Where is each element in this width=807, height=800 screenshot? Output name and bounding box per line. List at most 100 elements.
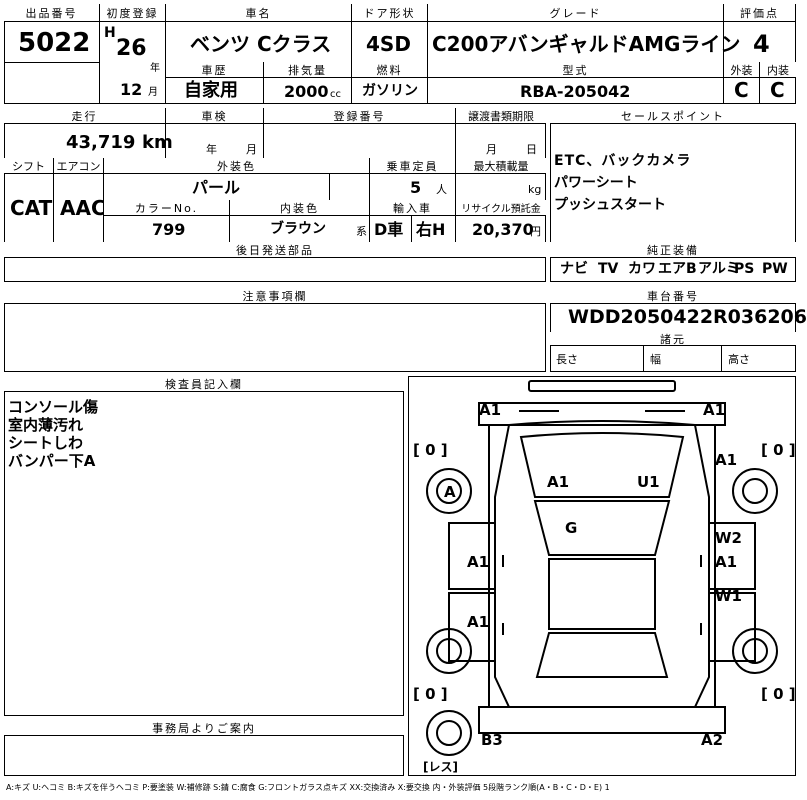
insp-month-unit: 月 bbox=[246, 143, 257, 156]
reg-year: 26 bbox=[116, 36, 147, 61]
rear-bumper bbox=[478, 706, 726, 734]
caution-label: 注意事項欄 bbox=[4, 288, 546, 304]
mark-tire-fr: [ 0 ] bbox=[761, 441, 796, 459]
steering: 右H bbox=[416, 220, 446, 239]
mark-rear-left: B3 bbox=[481, 731, 503, 749]
mark-door-lr: A1 bbox=[467, 613, 489, 631]
month-unit: 月 bbox=[148, 87, 158, 98]
legend: A:キズ U:ヘコミ B:キズを伴うヘコミ P:要塗装 W:補修跡 S:錆 C:… bbox=[6, 783, 610, 792]
max-load-label: 最大積載量 bbox=[456, 158, 546, 174]
lot-number-label: 出品番号 bbox=[4, 4, 100, 22]
reg-month: 12 bbox=[120, 80, 143, 99]
fuel: ガソリン bbox=[362, 83, 418, 99]
lot-number: 5022 bbox=[18, 28, 91, 58]
width-label: 幅 bbox=[650, 353, 661, 366]
model: RBA-205042 bbox=[520, 82, 631, 101]
mark-front-left: A1 bbox=[479, 401, 501, 419]
length-label: 長さ bbox=[556, 353, 578, 366]
mark-front-right: A1 bbox=[703, 401, 725, 419]
mileage: 43,719 bbox=[66, 132, 136, 153]
genuine-item: TV bbox=[598, 261, 619, 277]
genuine-item: PW bbox=[762, 261, 788, 277]
recycle: 20,370 bbox=[472, 220, 534, 239]
era: H bbox=[104, 25, 116, 41]
mark-windshield: G bbox=[565, 519, 577, 537]
wheel-rear-right-hub bbox=[742, 638, 768, 664]
history-label: 車歴 bbox=[166, 62, 264, 78]
sales-point-item: プッシュスタート bbox=[554, 197, 666, 213]
genuine-item: エアB bbox=[658, 261, 697, 277]
inspector-label: 検査員記入欄 bbox=[4, 376, 404, 392]
import-value: D車 bbox=[374, 220, 404, 239]
score-label: 評価点 bbox=[724, 4, 796, 22]
door-right-front bbox=[708, 522, 756, 590]
int-color-suffix: 系 bbox=[356, 225, 367, 238]
roof bbox=[548, 558, 656, 630]
mileage-unit: km bbox=[142, 132, 173, 153]
capacity-label: 乗車定員 bbox=[370, 158, 456, 174]
wheel-rear-left-hub bbox=[436, 638, 462, 664]
body-sides bbox=[488, 425, 716, 707]
specs-label: 諸元 bbox=[550, 332, 796, 346]
mark-hood-left: A1 bbox=[547, 473, 569, 491]
chassis-number: WDD2050422R036206 bbox=[568, 306, 807, 328]
interior-label: 内装 bbox=[760, 62, 796, 78]
year-unit: 年 bbox=[150, 63, 160, 74]
mark-tire-fl: [ 0 ] bbox=[413, 441, 448, 459]
capacity: 5 bbox=[410, 178, 422, 197]
first-reg-label: 初度登録 bbox=[100, 4, 166, 22]
hood bbox=[519, 432, 685, 498]
mark-door-rf-top: W2 bbox=[715, 529, 742, 547]
door-handles bbox=[502, 555, 702, 635]
mark-wheel-left-front: A bbox=[444, 483, 456, 501]
wheel-front-left bbox=[426, 468, 472, 514]
door-label: ドア形状 bbox=[352, 4, 428, 22]
exterior-label: 外装 bbox=[724, 62, 760, 78]
mileage-label: 走行 bbox=[4, 108, 166, 124]
door-left-front bbox=[448, 522, 496, 590]
exterior-grade: C bbox=[734, 78, 749, 102]
shift-label: シフト bbox=[4, 158, 54, 174]
mark-tire-rl: [ 0 ] bbox=[413, 685, 448, 703]
wheel-front-right bbox=[732, 468, 778, 514]
genuine-equipment-label: 純正装備 bbox=[550, 242, 796, 258]
mark-door-rr: W1 bbox=[715, 587, 742, 605]
car-name: ベンツ Cクラス bbox=[190, 32, 332, 56]
interior-grade: C bbox=[770, 78, 785, 102]
genuine-item: アルミ bbox=[698, 261, 740, 277]
color-no: 799 bbox=[152, 220, 186, 239]
front-bumper bbox=[478, 402, 726, 426]
displacement-unit: cc bbox=[330, 89, 341, 100]
inspection-label: 車検 bbox=[166, 108, 264, 124]
recycle-unit: 円 bbox=[530, 225, 541, 238]
sales-point-item: パワーシート bbox=[554, 175, 638, 191]
genuine-item: ナビ bbox=[560, 261, 588, 277]
score: 4 bbox=[753, 30, 770, 58]
ext-color-label: 外装色 bbox=[104, 158, 370, 174]
mark-rear-right: A2 bbox=[701, 731, 723, 749]
office-label: 事務局よりご案内 bbox=[4, 720, 404, 736]
sales-point-label: セールスポイント bbox=[550, 108, 796, 124]
roof-bar bbox=[528, 380, 676, 392]
sales-point-item: ETC、バックカメラ bbox=[554, 153, 692, 169]
grade-label: グレード bbox=[428, 4, 724, 22]
door-right-rear bbox=[708, 592, 756, 662]
rear-window bbox=[535, 632, 669, 678]
transfer-day-unit: 日 bbox=[526, 143, 537, 156]
shift: CAT bbox=[10, 196, 53, 220]
mark-door-rf-bot: A1 bbox=[715, 553, 737, 571]
car-name-label: 車名 bbox=[166, 4, 352, 22]
car-diagram-svg: A1 A1 [ 0 ] [ 0 ] A A1 A1 U1 G A1 A1 W2 … bbox=[413, 380, 796, 774]
int-color-label: 内装色 bbox=[230, 200, 370, 216]
height-label: 高さ bbox=[728, 353, 750, 366]
wheel-front-right-hub bbox=[742, 478, 768, 504]
inspector-note: 室内薄汚れ bbox=[8, 416, 84, 434]
inspector-note: バンパー下A bbox=[8, 452, 96, 470]
transfer-label: 譲渡書類期限 bbox=[456, 108, 546, 124]
later-parts-label: 後日発送部品 bbox=[4, 242, 546, 258]
genuine-item: カワ bbox=[628, 261, 656, 277]
recycle-label: リサイクル預託金 bbox=[456, 200, 546, 216]
car-diagram: A1 A1 [ 0 ] [ 0 ] A A1 A1 U1 G A1 A1 W2 … bbox=[408, 376, 796, 776]
int-color: ブラウン bbox=[270, 221, 326, 237]
windshield bbox=[533, 500, 671, 556]
